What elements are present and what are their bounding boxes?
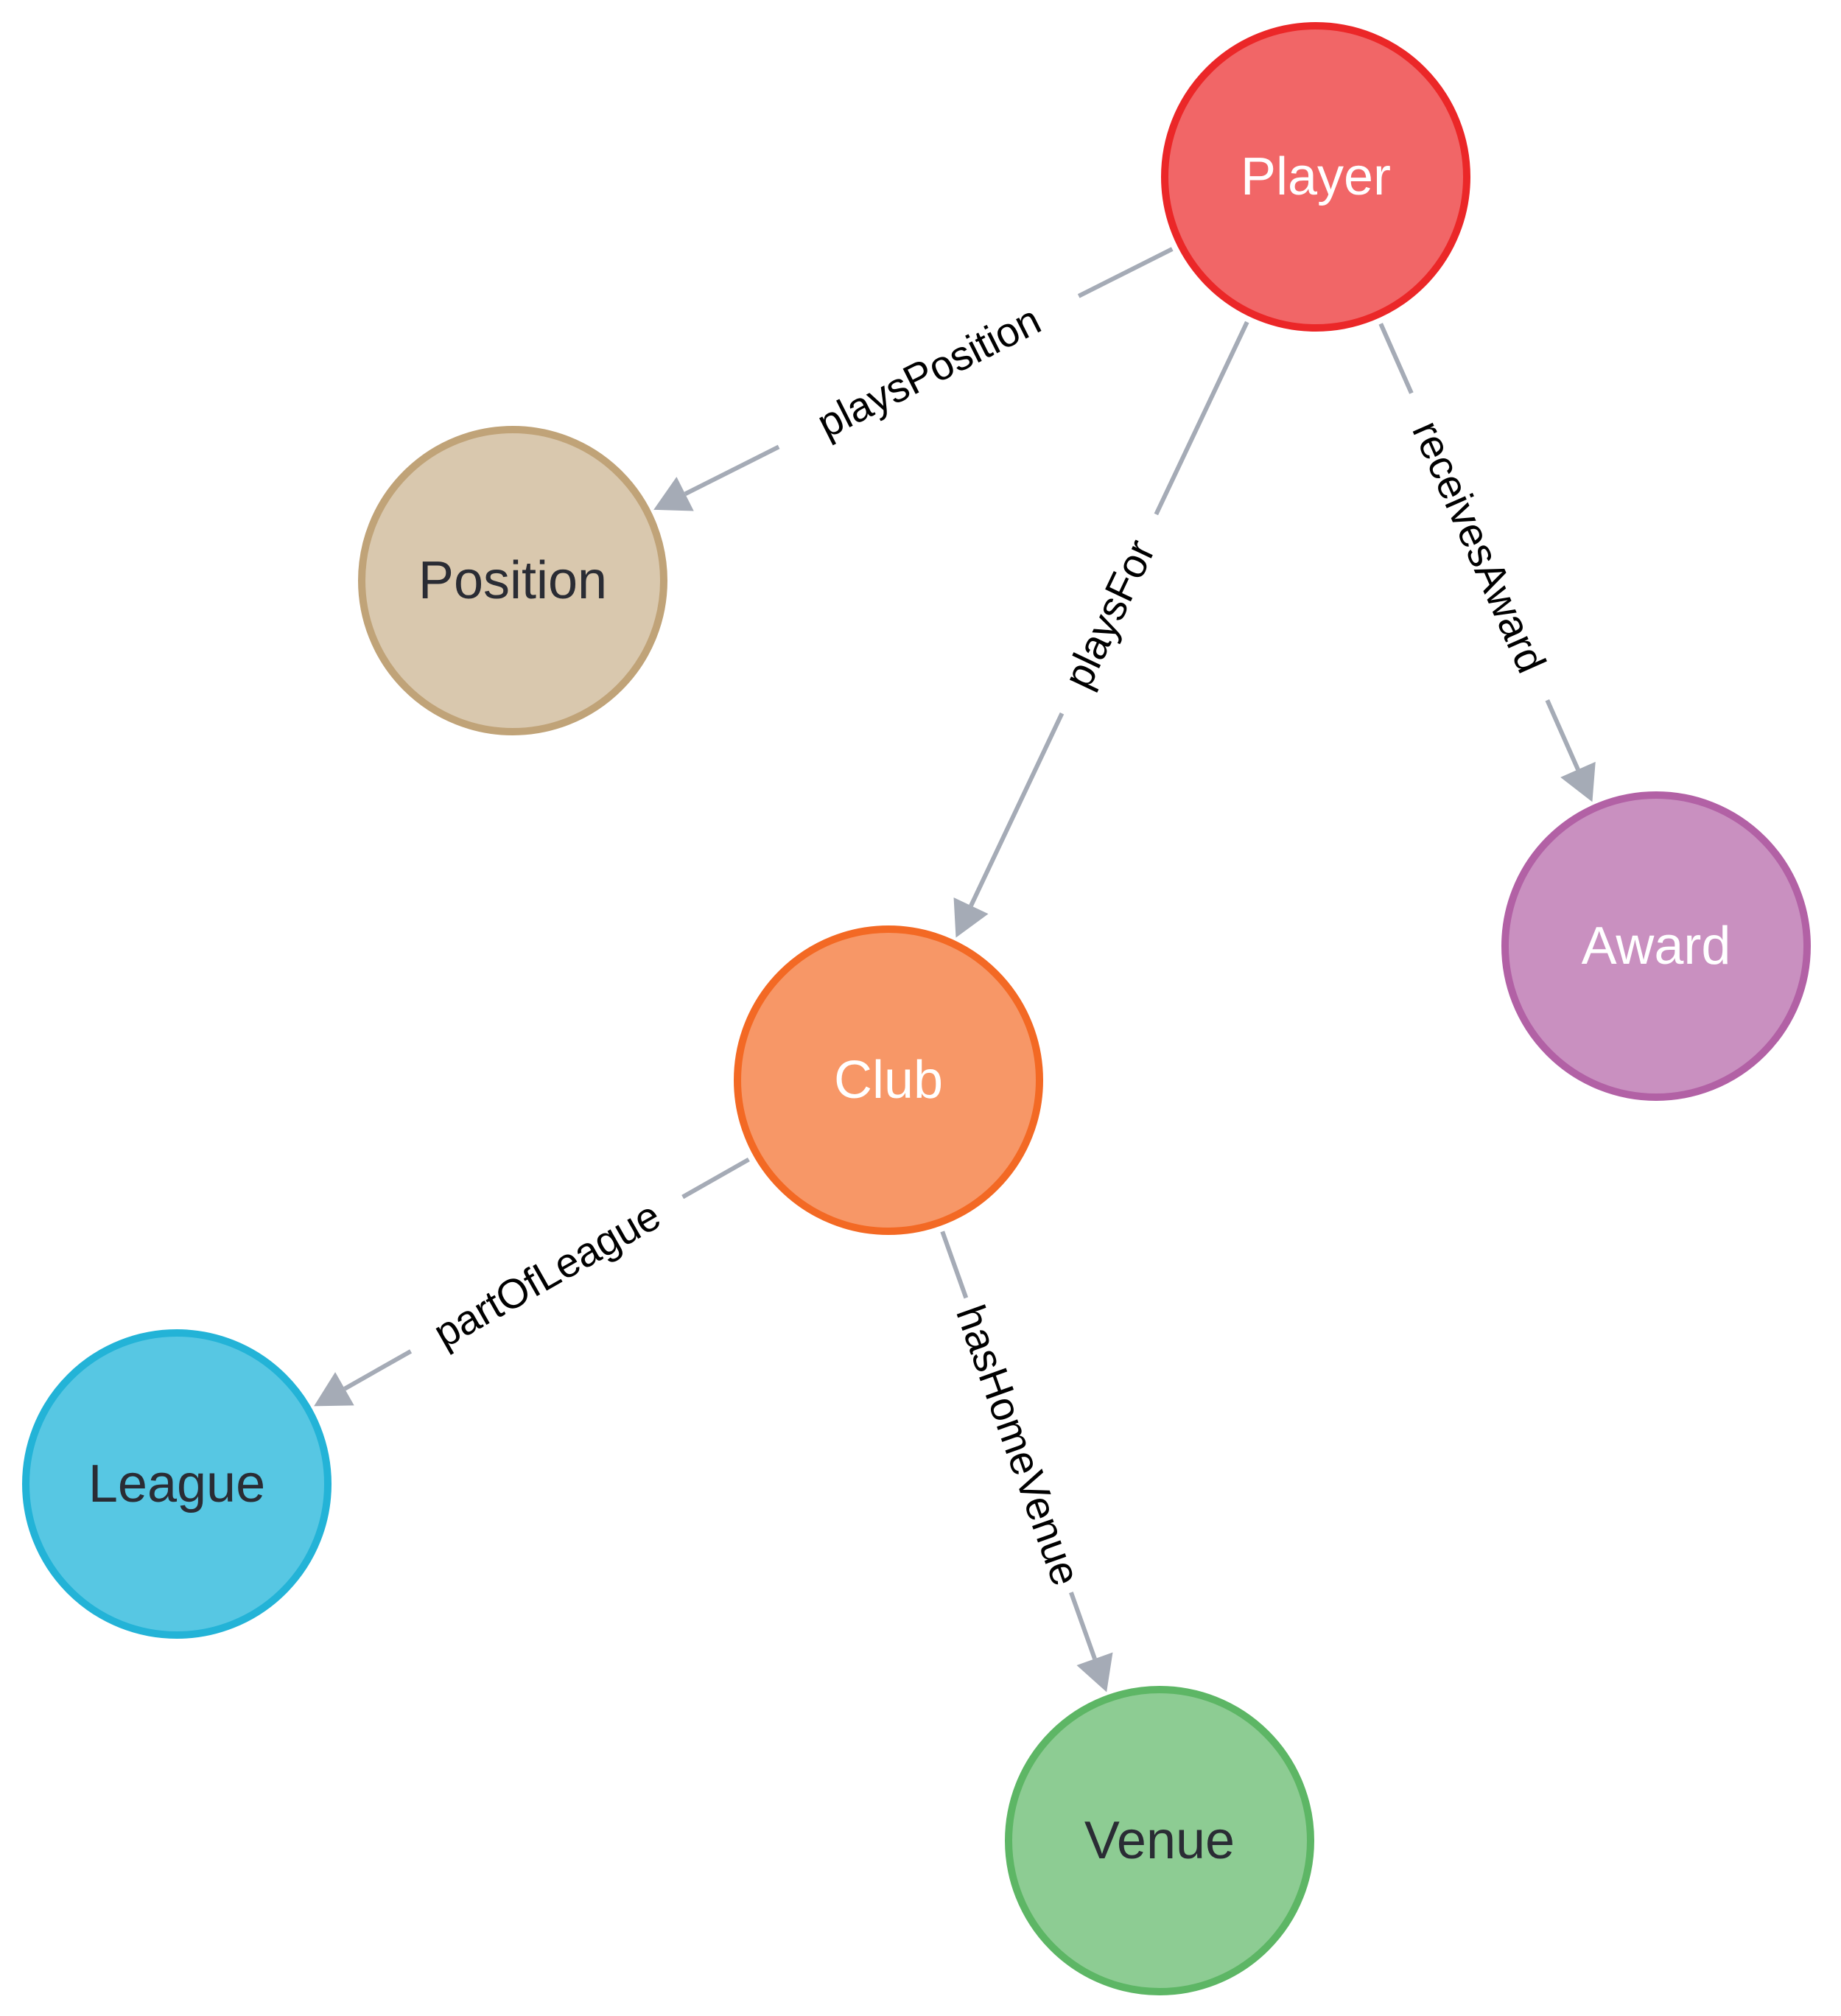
node-circle [1501, 791, 1811, 1101]
node-label: League [88, 1455, 265, 1513]
edge-line [940, 1231, 969, 1299]
node-label: Award [1582, 917, 1731, 976]
edge-line [1378, 323, 1414, 394]
edge-label: receivesAward [1403, 414, 1555, 679]
edge-line [1154, 321, 1249, 516]
edge-hasHomeVenue[interactable]: hasHomeVenue [940, 1231, 1113, 1693]
node-label: Player [1241, 147, 1391, 206]
node-league[interactable]: League [22, 1329, 332, 1639]
edge-line [1077, 247, 1174, 298]
edge-label: hasHomeVenue [947, 1299, 1090, 1592]
edge-line [681, 1157, 750, 1200]
node-circle [1005, 1686, 1314, 1995]
edge-line [343, 1349, 413, 1391]
arrowhead-icon [1560, 761, 1596, 802]
edge-line [969, 712, 1065, 907]
node-award[interactable]: Award [1501, 791, 1811, 1101]
edge-playsPosition[interactable]: playsPosition [653, 247, 1174, 511]
edge-label: playsPosition [810, 296, 1048, 447]
node-club[interactable]: Club [734, 925, 1043, 1235]
node-label: Venue [1084, 1811, 1235, 1870]
node-position[interactable]: Position [358, 426, 667, 735]
node-venue[interactable]: Venue [1005, 1686, 1314, 1995]
edge-label: playsFor [1054, 533, 1164, 696]
arrowhead-icon [314, 1372, 354, 1407]
edge-line [1545, 699, 1580, 771]
node-player[interactable]: Player [1161, 22, 1470, 332]
node-circle [734, 925, 1043, 1235]
arrowhead-icon [953, 897, 989, 938]
edge-line [1069, 1592, 1097, 1660]
edge-partOfLeague[interactable]: partOfLeague [314, 1157, 750, 1407]
edge-line [684, 444, 780, 496]
arrowhead-icon [1076, 1652, 1113, 1693]
node-circle [358, 426, 667, 735]
edge-label: partOfLeague [426, 1191, 668, 1357]
node-label: Club [834, 1051, 943, 1110]
edge-playsFor[interactable]: playsFor [953, 321, 1249, 938]
node-circle [22, 1329, 332, 1639]
node-label: Position [418, 551, 607, 610]
node-circle [1161, 22, 1470, 332]
edge-receivesAward[interactable]: receivesAward [1378, 323, 1596, 802]
arrowhead-icon [653, 477, 694, 511]
